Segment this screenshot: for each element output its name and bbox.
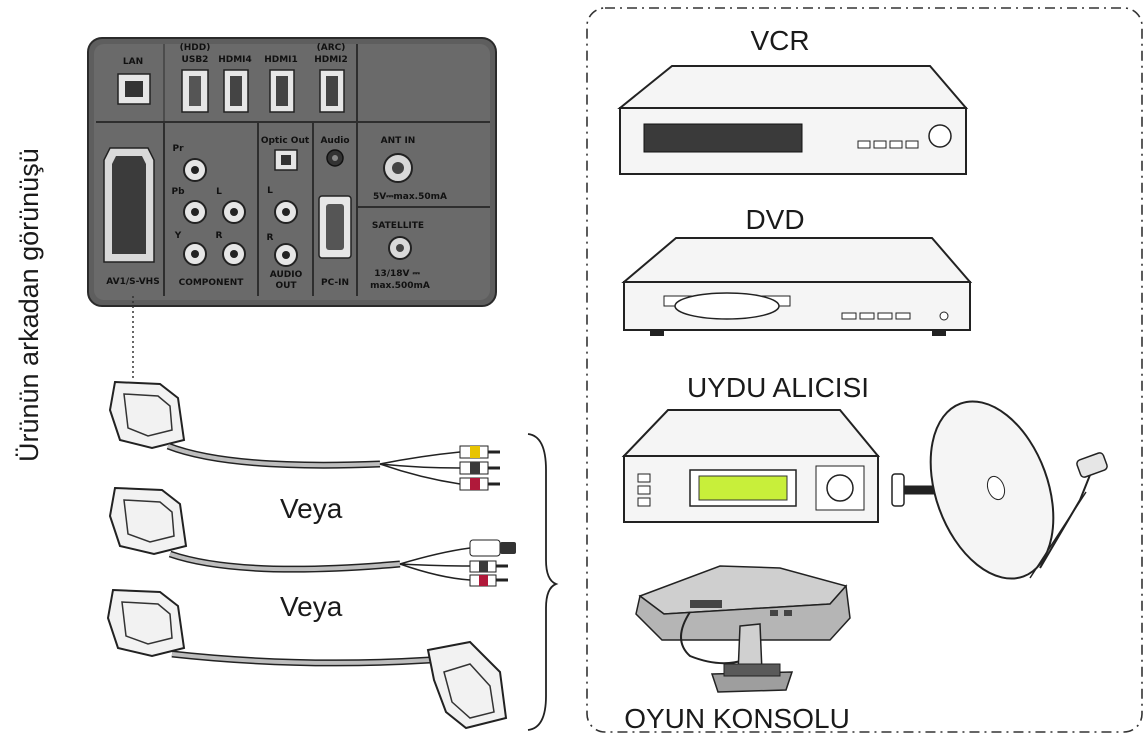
ant-in-label: ANT IN (381, 136, 416, 146)
scart-to-rca-cable (108, 380, 500, 491)
optic-out-label: Optic Out (261, 136, 310, 146)
game-console-device (635, 565, 851, 693)
hdmi2-label: HDMI2 (314, 55, 348, 65)
vcr-device (617, 65, 969, 175)
pb-label: Pb (171, 187, 185, 197)
usb2-label: USB2 (182, 55, 209, 65)
component-l-label: L (216, 187, 222, 197)
devices-frame (586, 7, 1143, 733)
lan-label: LAN (123, 57, 143, 67)
tv-back-panel: LAN (HDD) USB2 HDMI4 HDMI1 (ARC) HDMI2 A… (87, 37, 497, 307)
audio-out-r-label: R (267, 233, 274, 243)
scart-to-scart-cable (106, 588, 508, 730)
audio-out-label-1: AUDIO (270, 270, 303, 280)
hdmi1-label: HDMI1 (264, 55, 298, 65)
sat-power-label-1: 13/18V ⎓ (374, 269, 420, 279)
satellite-receiver-device (621, 409, 881, 523)
grouping-brace (527, 433, 559, 731)
hdd-label: (HDD) (180, 43, 211, 53)
vcr-label: VCR (750, 25, 809, 56)
scart-label: AV1/S-VHS (106, 277, 159, 287)
satellite-label: SATELLITE (372, 221, 424, 231)
audio-label: Audio (320, 136, 349, 146)
arc-label: (ARC) (317, 43, 346, 53)
component-r-label: R (216, 231, 223, 241)
audio-out-l-label: L (267, 186, 273, 196)
dvd-device (621, 237, 973, 336)
pc-in-label: PC-IN (321, 278, 349, 288)
hdmi4-label: HDMI4 (218, 55, 252, 65)
dvd-label: DVD (745, 204, 804, 235)
game-console-label: OYUN KONSOLU (624, 703, 850, 734)
y-label: Y (174, 231, 182, 241)
or-label-2: Veya (280, 591, 343, 622)
rear-view-caption: Ürünün arkadan görünüşü (14, 148, 44, 462)
sat-power-label-2: max.500mA (370, 281, 430, 291)
or-label-1: Veya (280, 493, 343, 524)
audio-out-label-2: OUT (275, 281, 297, 291)
scart-to-svideo-cable (108, 486, 516, 587)
pr-label: Pr (172, 144, 184, 154)
satellite-dish (891, 400, 1108, 580)
ant-power-label: 5V⎓max.50mA (373, 192, 447, 202)
satellite-receiver-label: UYDU ALICISI (687, 372, 869, 403)
component-label: COMPONENT (179, 278, 245, 288)
